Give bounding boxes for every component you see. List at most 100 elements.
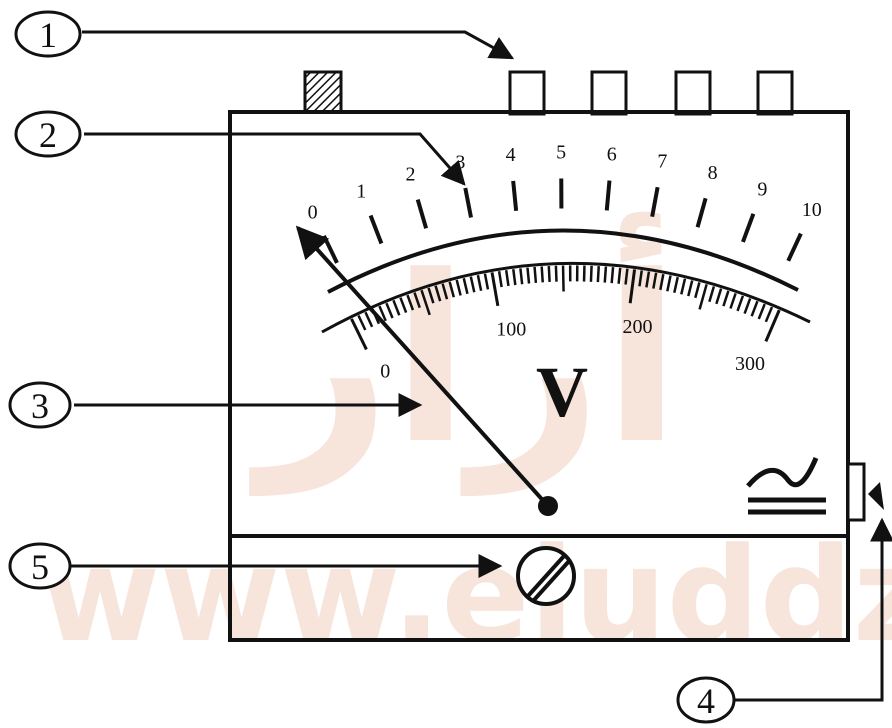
- lower-tick: [764, 309, 781, 342]
- callout-4: 4: [676, 676, 736, 724]
- lower-tick: [413, 292, 421, 309]
- lower-tick: [561, 265, 565, 292]
- lower-tick: [519, 268, 524, 285]
- callout-markers: 1 2 3 4 5: [8, 10, 736, 724]
- upper-scale-label: 0: [308, 201, 318, 223]
- zero-adjust-screw-icon: [516, 546, 576, 606]
- lower-tick: [540, 266, 544, 283]
- lower-tick: [698, 284, 708, 310]
- lower-tick: [385, 302, 394, 319]
- lower-tick: [596, 266, 600, 283]
- lower-tick: [350, 318, 368, 351]
- lower-scale-label: 300: [735, 353, 765, 375]
- lower-tick: [722, 290, 730, 307]
- callout-1: 1: [14, 10, 82, 58]
- watermark-domain: www.eluddz: [40, 519, 892, 671]
- upper-scale-arc: [327, 228, 799, 294]
- ac-dc-symbol-icon: [746, 457, 826, 515]
- upper-scale-label: 3: [455, 151, 465, 173]
- terminal-1: [508, 70, 546, 116]
- lower-tick: [628, 269, 637, 304]
- lower-scale-label: 100: [496, 319, 526, 341]
- lower-tick: [490, 272, 500, 307]
- lower-tick: [399, 297, 408, 314]
- svg-text:2: 2: [39, 115, 57, 155]
- lower-tick: [659, 273, 665, 291]
- terminal-2: [590, 70, 628, 116]
- svg-text:5: 5: [31, 547, 49, 587]
- lower-tick: [364, 311, 374, 328]
- lower-tick: [448, 281, 456, 298]
- upper-scale-label: 1: [356, 180, 366, 202]
- upper-scale-label: 2: [405, 164, 415, 186]
- upper-tick-6: [604, 180, 612, 211]
- lower-tick: [427, 287, 435, 304]
- lower-tick: [420, 289, 431, 316]
- lower-scale-label: 0: [380, 360, 390, 382]
- upper-tick-9: [741, 213, 756, 243]
- svg-text:4: 4: [697, 681, 715, 721]
- leader-4: [732, 517, 892, 702]
- lower-tick: [512, 269, 517, 286]
- upper-tick-2: [415, 198, 429, 229]
- lower-tick: [533, 266, 538, 284]
- lower-tick: [476, 274, 483, 292]
- upper-tick-1: [368, 214, 384, 245]
- side-switch: [846, 462, 866, 522]
- upper-scale-label: 5: [556, 142, 566, 164]
- switch-pointer-icon: [868, 482, 884, 510]
- lower-tick: [757, 303, 766, 320]
- lower-tick: [434, 285, 442, 302]
- unit-symbol: V: [536, 352, 588, 432]
- leader-1: [82, 30, 515, 60]
- terminal-3: [674, 70, 712, 116]
- lower-tick: [673, 276, 679, 293]
- upper-scale-label: 7: [657, 151, 667, 173]
- terminals: [508, 70, 794, 116]
- lower-tick: [708, 286, 716, 303]
- terminal-4: [756, 70, 794, 116]
- lower-tick: [680, 278, 687, 295]
- upper-scale-label: 9: [757, 178, 767, 200]
- svg-text:1: 1: [39, 15, 57, 55]
- leader-2: [84, 132, 466, 186]
- lower-tick: [526, 267, 531, 284]
- meter-case: [228, 110, 850, 642]
- lower-tick: [743, 298, 752, 314]
- callout-2: 2: [14, 110, 82, 158]
- lower-tick: [729, 292, 737, 309]
- lower-tick: [736, 295, 745, 312]
- lower-tick: [589, 265, 593, 282]
- watermark-arabic: أرار: [249, 211, 682, 496]
- lower-tick: [764, 306, 774, 323]
- upper-tick-4: [511, 180, 519, 212]
- lower-tick: [462, 277, 469, 295]
- lower-tick: [504, 269, 510, 287]
- lower-tick: [554, 265, 558, 282]
- svg-text:3: 3: [31, 386, 49, 426]
- lower-tick: [687, 280, 694, 297]
- upper-scale-label: 4: [506, 144, 516, 166]
- lower-tick: [645, 271, 651, 288]
- lower-tick: [378, 305, 387, 322]
- lower-tick: [638, 270, 643, 287]
- hatched-knob: [303, 70, 343, 114]
- lower-tick: [455, 279, 462, 296]
- lower-tick: [715, 288, 723, 305]
- lower-tick: [652, 272, 658, 289]
- lower-tick: [666, 275, 672, 292]
- lower-tick: [483, 273, 490, 290]
- lower-tick: [624, 268, 629, 285]
- lower-tick: [603, 266, 608, 283]
- upper-tick-10: [786, 232, 803, 262]
- lower-tick: [750, 300, 759, 317]
- upper-tick-7: [650, 186, 660, 218]
- lower-tick: [547, 265, 551, 283]
- upper-tick-8: [695, 197, 708, 228]
- lower-tick: [441, 283, 449, 300]
- callout-3: 3: [8, 381, 72, 429]
- upper-tick-3: [463, 187, 473, 218]
- callout-leaders: [70, 30, 892, 702]
